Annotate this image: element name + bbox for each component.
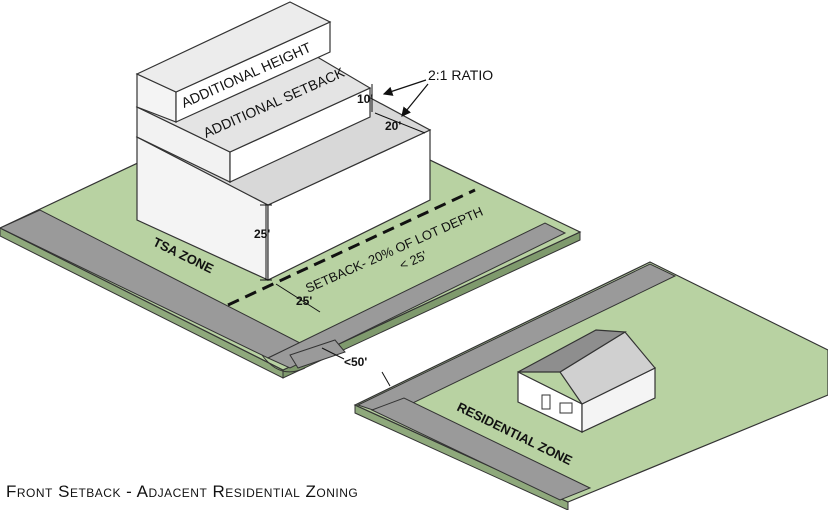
building	[135, 1, 432, 281]
dimension-25-height: 25'	[254, 227, 270, 241]
house-roof	[517, 329, 627, 373]
setback-line	[227, 188, 476, 307]
house-door	[541, 394, 551, 410]
dimension-25-setback: 25'	[296, 294, 312, 308]
house	[517, 329, 656, 433]
house-window	[559, 402, 573, 414]
dimension-10: 10'	[357, 92, 373, 106]
distance-label: <50'	[344, 355, 367, 369]
tsa-front-street	[266, 222, 567, 369]
residential-side-street	[370, 397, 592, 501]
dimension-20: 20'	[385, 119, 401, 133]
tier-height-top	[135, 1, 332, 93]
caption: Front Setback - Adjacent Residential Zon…	[6, 482, 359, 501]
ratio-label: 2:1 RATIO	[428, 67, 493, 83]
